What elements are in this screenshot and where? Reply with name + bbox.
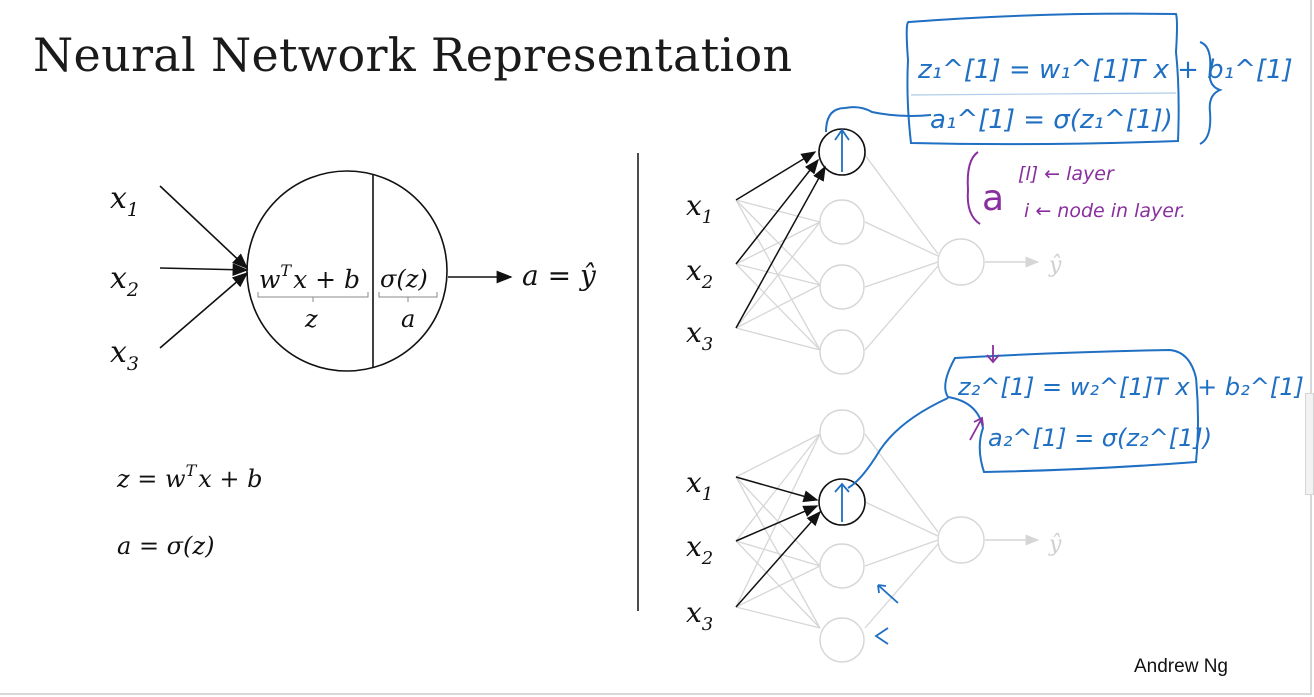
top-grey-edges [735, 154, 939, 351]
bottom-connector [847, 397, 949, 489]
bottom-input-x2: x2 [686, 530, 713, 569]
bottom-hidden-node-3 [819, 543, 865, 589]
bottom-edge-x1-n2 [735, 476, 819, 503]
top-yhat: ŷ [1048, 253, 1062, 278]
single-neuron-diagram: x1 x2 x3 wTx + b σ(z) z a a = ŷ [110, 170, 597, 375]
edge-x2-neuron [159, 263, 249, 277]
top-edge-x3-n1 [735, 165, 826, 329]
bottom-box-eq2: a₂^[1] = σ(z₂^[1]) [988, 424, 1212, 452]
bottom-grey-edges [735, 433, 939, 629]
input-x1: x1 [110, 181, 139, 221]
bottom-edge-x2-n2 [735, 505, 819, 542]
notation-layer: [l] ← layer [1018, 163, 1115, 185]
top-box-outline [905, 12, 1180, 146]
top-hidden-node-3 [819, 264, 865, 310]
top-connector [825, 106, 932, 133]
neuron-activation-term: σ(z) [380, 265, 428, 293]
top-node-mark [834, 128, 850, 172]
annotation-notation: a [l] ← layer i ← node in layer. [966, 151, 1186, 225]
annotation-bottom-box: z₂^[1] = w₂^[1]T x + b₂^[1] a₂^[1] = σ(z… [834, 345, 1304, 645]
bottom-hidden-node-4 [819, 617, 865, 663]
underbrace-a [378, 292, 438, 302]
input-x3: x3 [110, 335, 139, 375]
input-x2: x2 [110, 261, 139, 301]
edge-x3-neuron [159, 271, 249, 349]
equation-z: z = wTx + b [116, 461, 263, 493]
top-box-divider [910, 92, 1177, 96]
bottom-box-outline [944, 348, 1199, 474]
network-top: x1 x2 x3 ŷ [686, 128, 1062, 375]
top-edge-x1-n1 [735, 151, 817, 201]
annotation-top-box: z₁^[1] = w₁^[1]T x + b₁^[1] a₁^[1] = σ(z… [825, 12, 1293, 172]
neuron-linear-term: wTx + b [259, 261, 360, 294]
top-box-eq2: a₁^[1] = σ(z₁^[1]) [930, 105, 1173, 135]
top-input-x2: x2 [686, 254, 713, 293]
top-box-eq1: z₁^[1] = w₁^[1]T x + b₁^[1] [917, 55, 1293, 85]
bottom-input-x1: x1 [686, 466, 713, 505]
top-hidden-node-2 [819, 199, 865, 245]
label-a: a [401, 305, 415, 333]
author-credit: Andrew Ng [1134, 656, 1228, 677]
top-edge-x2-n1 [735, 158, 819, 265]
bottom-box-eq1: z₂^[1] = w₂^[1]T x + b₂^[1] [957, 373, 1304, 401]
blue-arrow-node4 [874, 627, 889, 645]
output-label: a = ŷ [522, 259, 597, 292]
bottom-edge-x3-n2 [735, 510, 821, 608]
network-bottom: x1 x2 x3 ŷ [686, 409, 1062, 663]
notation-letter: a [982, 178, 1004, 219]
notation-node: i ← node in layer. [1024, 200, 1186, 222]
neuron-circle [246, 170, 448, 372]
bottom-hidden-node-2 [818, 478, 866, 526]
label-z: z [304, 305, 318, 333]
notation-bracket [966, 151, 981, 225]
edge-x1-neuron [159, 185, 249, 270]
blue-arrow-node3 [877, 584, 899, 604]
top-input-x3: x3 [686, 316, 713, 355]
bottom-node-mark [834, 482, 850, 522]
bottom-input-x3: x3 [686, 596, 713, 635]
purple-arrow-up [969, 416, 984, 441]
equation-a: a = σ(z) [117, 532, 214, 560]
bottom-yhat: ŷ [1048, 532, 1062, 557]
top-box-brace [1199, 41, 1223, 145]
top-input-x1: x1 [686, 189, 713, 228]
underbrace-z [257, 292, 369, 302]
left-equations: z = wTx + b a = σ(z) [116, 461, 263, 560]
top-hidden-node-4 [819, 329, 865, 375]
bottom-hidden-node-1 [819, 409, 865, 455]
top-output-node [937, 238, 985, 286]
slide-title: Neural Network Representation [33, 28, 793, 82]
purple-arrow-down [986, 345, 1000, 364]
bottom-output-node [937, 516, 985, 564]
